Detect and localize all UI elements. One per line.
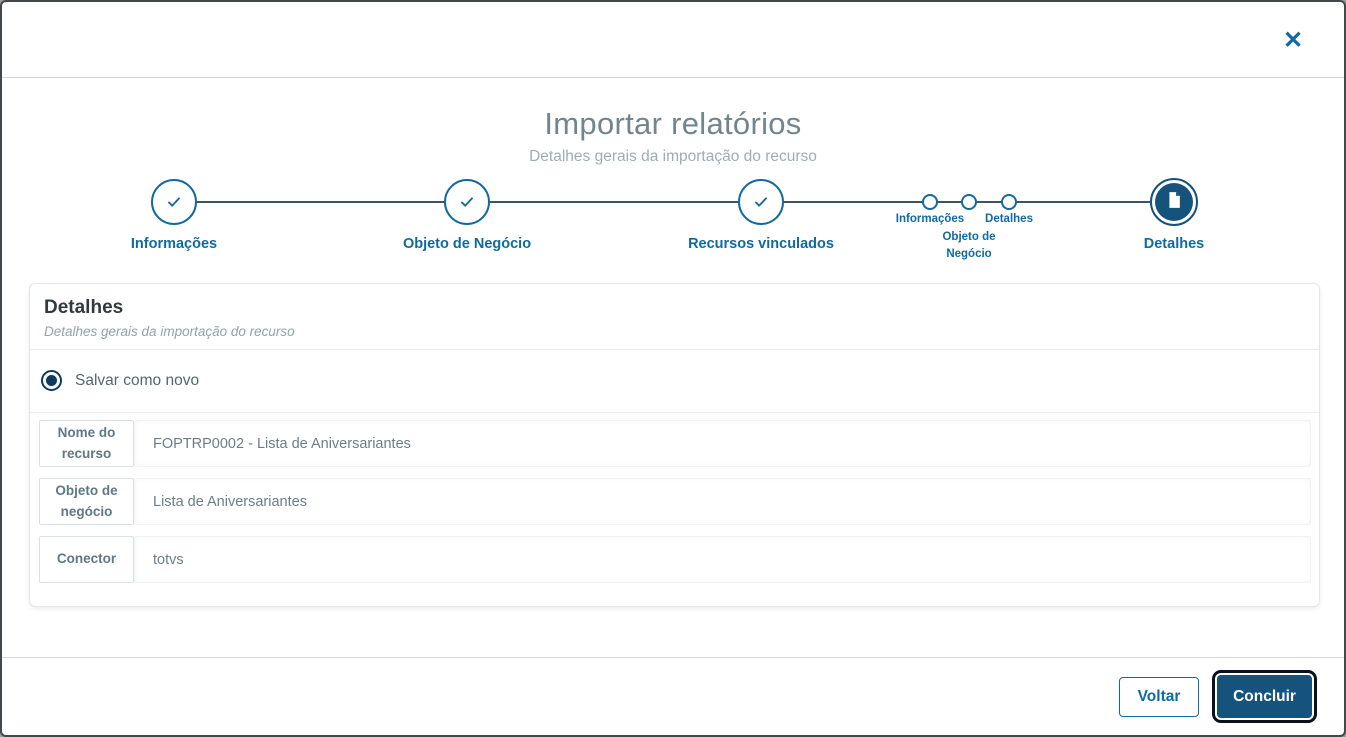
check-icon [750,191,772,213]
panel-title: Detalhes [44,297,124,318]
close-icon[interactable]: ✕ [1278,26,1308,56]
step-informacoes[interactable] [151,179,197,225]
field-label: Objeto de negócio [39,478,134,525]
radio-label: Salvar como novo [75,371,200,389]
step-detalhes-active[interactable] [1150,178,1198,226]
modal-footer: Voltar Concluir [2,657,1344,735]
finish-button[interactable]: Concluir [1212,670,1317,723]
step-recursos-vinculados[interactable] [738,179,784,225]
fields-section: Nome do recurso FOPTRP0002 - Lista de An… [30,413,1319,583]
step-label-objeto-de-negocio: Objeto de Negócio [402,236,532,252]
details-panel: Detalhes Detalhes gerais da importação d… [29,283,1320,607]
field-label: Nome do recurso [39,420,134,467]
panel-subtitle: Detalhes gerais da importação do recurso [44,324,295,339]
step-dot-informacoes[interactable] [922,194,938,210]
check-icon [163,191,185,213]
stepper-connector-line [174,201,1174,203]
step-detalhes-active-fill [1155,183,1193,221]
resource-name-input[interactable]: FOPTRP0002 - Lista de Aniversariantes [134,420,1311,467]
connector-input[interactable]: totvs [134,536,1311,583]
back-button[interactable]: Voltar [1119,676,1199,717]
step-dot-detalhes[interactable] [1001,194,1017,210]
field-conector: Conector totvs [39,536,1311,583]
step-dot-label-detalhes: Detalhes [985,213,1033,225]
business-object-input[interactable]: Lista de Aniversariantes [134,478,1311,525]
step-dot-objeto-de-negocio[interactable] [961,194,977,210]
step-label-recursos-vinculados: Recursos vinculados [688,236,834,252]
document-icon [1164,190,1184,215]
modal-header: ✕ [2,2,1344,78]
field-label: Conector [39,536,134,583]
radio-selected-icon [41,370,62,391]
step-objeto-de-negocio[interactable] [444,179,490,225]
step-dot-label-objeto-de-negocio: Objeto de Negócio [942,231,996,260]
step-label-detalhes-active: Detalhes [1143,236,1205,252]
details-panel-header: Detalhes Detalhes gerais da importação d… [30,284,1319,350]
step-dot-label-informacoes: Informações [895,213,965,225]
save-as-new-radio[interactable]: Salvar como novo [30,350,1319,413]
page-subtitle: Detalhes gerais da importação do recurso [529,148,817,165]
field-objeto-de-negocio: Objeto de negócio Lista de Aniversariant… [39,478,1311,525]
check-icon [456,191,478,213]
page-title: Importar relatórios [544,106,802,141]
step-label-informacoes: Informações [130,236,218,252]
wizard-stepper: Informações Objeto de Negócio Recursos v… [2,176,1344,276]
field-nome-do-recurso: Nome do recurso FOPTRP0002 - Lista de An… [39,420,1311,467]
